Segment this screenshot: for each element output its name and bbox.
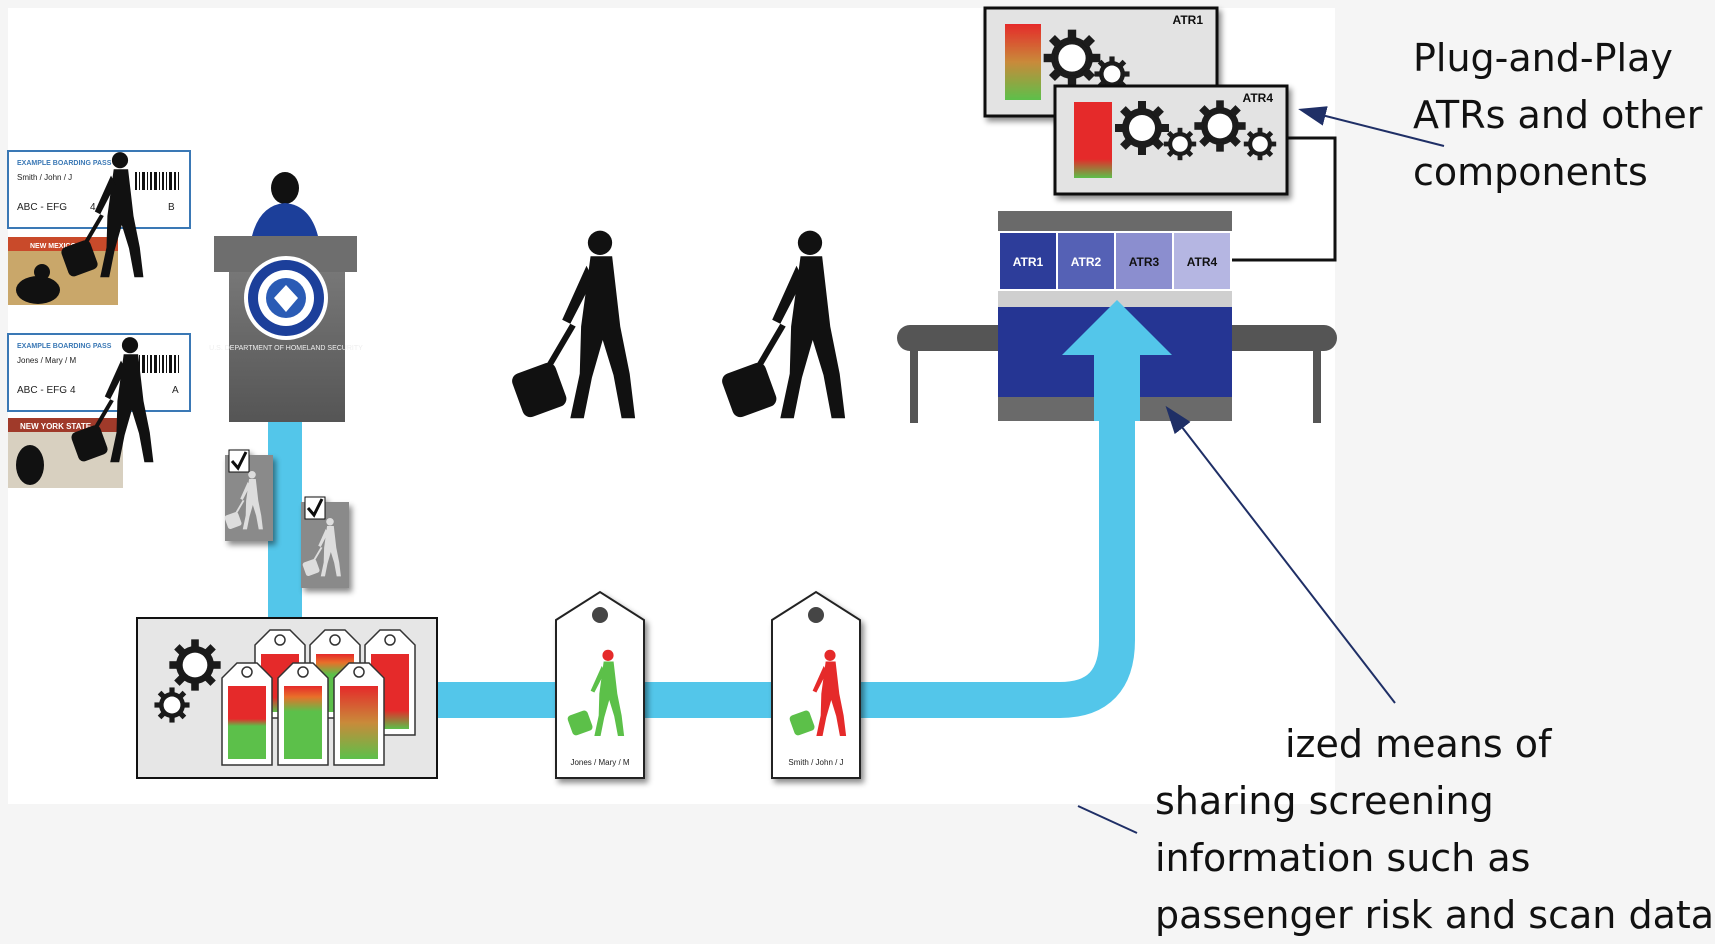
risk-tag [277, 662, 329, 766]
pass-header: EXAMPLE BOARDING PASS [17, 160, 112, 167]
verified-passenger-card [301, 496, 349, 588]
barcode-icon [135, 172, 179, 190]
callout-line: ATRs and other [1413, 93, 1703, 137]
pass-route: ABC - EFG [17, 202, 67, 213]
risk-tags [221, 629, 416, 766]
callout-line: components [1413, 150, 1648, 194]
id-state: NEW YORK STATE [20, 422, 92, 431]
officer-body [252, 203, 318, 236]
atr-label: ATR3 [1129, 255, 1160, 269]
boarding-pass-smith: EXAMPLE BOARDING PASS Smith / John / J A… [7, 150, 191, 229]
id-state: NEW MEXICO [30, 243, 76, 250]
callout-line: passenger risk and scan data [1155, 893, 1715, 937]
pass-group: B [168, 202, 175, 213]
callout-arrow-atr [1298, 106, 1445, 147]
gear-icon [1194, 100, 1246, 152]
flow-pipe-segment [1094, 397, 1140, 421]
atr-slot-2 [1058, 233, 1114, 289]
callout-line: sharing screening [1155, 779, 1494, 823]
gear-icon [1243, 127, 1277, 161]
atr-card-label: ATR1 [1173, 13, 1204, 27]
pass-gate: 4 [90, 202, 96, 213]
id-card-new-mexico: NEW MEXICO [8, 237, 118, 305]
pass-group: A [172, 385, 179, 396]
risk-bar [1074, 102, 1112, 178]
seal-text: U.S. DEPARTMENT OF HOMELAND SECURITY [209, 345, 363, 352]
officer-head [271, 172, 299, 204]
callout-standardized-sharing: ized means of sharing screening informat… [1155, 716, 1715, 944]
pass-name: Smith / John / J [17, 173, 72, 182]
verified-passenger-card [223, 449, 273, 541]
document-check-podium: U.S. DEPARTMENT OF HOMELAND SECURITY [209, 172, 363, 422]
tag-name: Jones / Mary / M [570, 758, 629, 767]
risk-tag [333, 662, 385, 766]
data-flow-path [268, 345, 1135, 718]
callout-plug-and-play: Plug-and-Play ATRs and other components [1413, 30, 1713, 201]
gear-icon [1115, 101, 1169, 155]
atr-connector-line [1232, 136, 1337, 262]
pass-route: ABC - EFG [17, 385, 67, 396]
gear-icon [1043, 29, 1101, 87]
atr-slot-1 [1000, 233, 1056, 289]
pass-header: EXAMPLE BOARDING PASS [17, 343, 112, 350]
pass-name: Jones / Mary / M [17, 356, 76, 365]
atr-label: ATR2 [1071, 255, 1102, 269]
callout-line: Plug-and-Play [1413, 36, 1673, 80]
risk-bar [1005, 24, 1041, 100]
barcode-icon [135, 355, 179, 373]
atr-card-4: ATR4 [1053, 84, 1289, 196]
checkmark-icon [230, 451, 248, 471]
gear-icon [154, 687, 190, 723]
gear-icon [169, 639, 221, 691]
atr-slot-3 [1116, 233, 1172, 289]
atr-card-label: ATR4 [1243, 91, 1274, 105]
tag-name: Smith / John / J [788, 758, 843, 767]
gear-icon [1163, 127, 1197, 161]
risk-tag [221, 662, 273, 766]
atr-label: ATR1 [1013, 255, 1044, 269]
passenger-tag-jones: Jones / Mary / M [555, 590, 645, 779]
callout-arrow-flow [1077, 805, 1138, 834]
risk-assessment-engine [136, 617, 438, 779]
atr-label: ATR4 [1187, 255, 1218, 269]
atr-slot-4 [1174, 233, 1230, 289]
passenger-tag-smith: Smith / John / J [771, 590, 861, 779]
flow-arrowhead-scanner [1062, 300, 1172, 397]
callout-line: ized means of [1285, 722, 1552, 766]
id-card-new-york: NEW YORK STATE [8, 418, 123, 488]
checkmark-icon [306, 498, 324, 518]
boarding-pass-jones: EXAMPLE BOARDING PASS Jones / Mary / M A… [7, 333, 191, 412]
callout-arrow-scanner [1165, 405, 1396, 704]
pass-gate: 4 [70, 385, 76, 396]
callout-line: information such as [1155, 836, 1531, 880]
